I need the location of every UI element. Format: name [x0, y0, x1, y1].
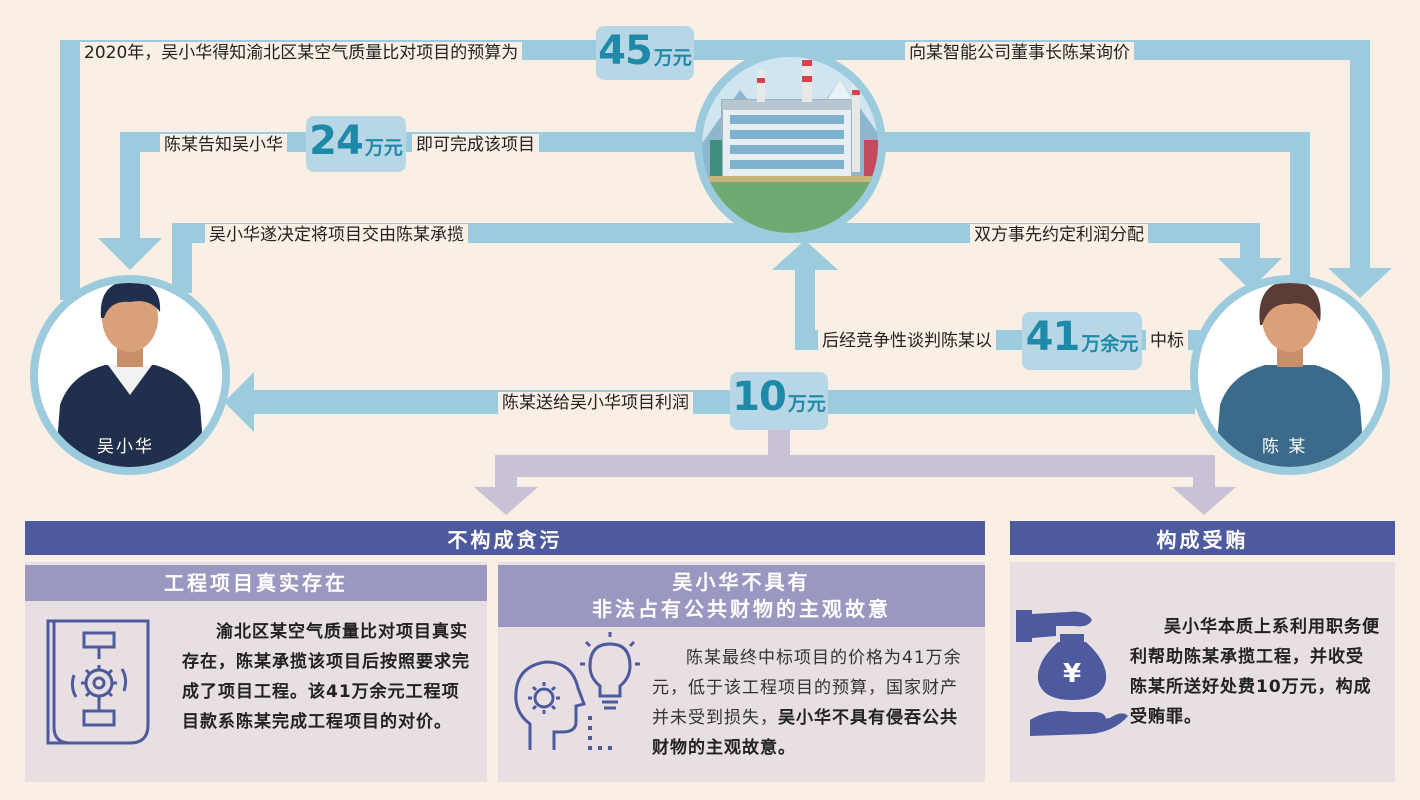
header-not-embezzlement: 不构成贪污 — [25, 521, 985, 555]
amount-quote-number: 24 — [309, 118, 364, 164]
arrow-quote-left — [120, 132, 140, 242]
arrow-inquiry-right — [1350, 40, 1370, 272]
money-symbol: ¥ — [1063, 659, 1081, 689]
label-profit: 双方事先约定利润分配 — [970, 224, 1148, 246]
arrow-head-decide — [1218, 258, 1282, 290]
label-complete: 即可完成该项目 — [412, 134, 539, 156]
amount-budget-unit: 万元 — [653, 47, 692, 69]
amount-bid-number: 41 — [1025, 314, 1081, 360]
arrow-gift — [250, 390, 1195, 414]
label-gift: 陈某送给吴小华项目利润 — [498, 392, 693, 414]
factory-icon — [694, 49, 886, 241]
branch-stem — [768, 428, 790, 458]
branch-right-head — [1172, 487, 1236, 515]
arrow-bid-vertical — [795, 268, 815, 350]
arrow-head-bid — [772, 240, 838, 270]
amount-gift-unit: 万元 — [787, 393, 826, 415]
text-bribery: 吴小华本质上系利用职务便利帮助陈某承揽工程，并收受陈某所送好处费10万元，构成受… — [1130, 617, 1380, 727]
text-project-exists: 渝北区某空气质量比对项目真实存在，陈某承揽该项目后按照要求完成了项目工程。该41… — [182, 622, 470, 732]
subheader-project-exists: 工程项目真实存在 — [25, 565, 487, 601]
subheader-no-intent: 吴小华不具有 非法占有公共财物的主观故意 — [498, 565, 985, 627]
person-name-wuxiaohua: 吴小华 — [97, 437, 154, 457]
text-no-intent: 陈某最终中标项目的价格为41万余元，低于该工程项目的预算，国家财产并未受到损失，… — [652, 643, 974, 763]
branch-right-stem — [1193, 455, 1215, 490]
arrow-budget-left — [60, 40, 80, 300]
label-bid-pre: 后经竞争性谈判陈某以 — [818, 330, 996, 352]
branch-arrows — [474, 428, 1236, 515]
branch-left-stem — [495, 455, 517, 490]
head-gear-lightbulb-icon — [514, 632, 640, 750]
branch-left-head — [474, 487, 538, 515]
person-name-chenmou: 陈 某 — [1262, 437, 1308, 457]
subheader-no-intent-line2: 非法占有公共财物的主观故意 — [592, 597, 891, 621]
subheader-no-intent-line1: 吴小华不具有 — [672, 570, 811, 594]
amount-gift-number: 10 — [732, 374, 787, 420]
arrow-head-gift — [224, 372, 254, 432]
label-tell: 陈某告知吴小华 — [160, 134, 287, 156]
arrow-head-quote — [98, 238, 162, 270]
amount-bid-unit: 万余元 — [1081, 333, 1139, 355]
label-inquiry: 向某智能公司董事长陈某询价 — [905, 42, 1134, 64]
text-no-intent-bold: 吴小华不具有侵吞公共财物的主观故意。 — [652, 708, 958, 758]
label-bid-post: 中标 — [1146, 330, 1188, 352]
branch-bar — [495, 455, 1215, 477]
amount-budget-number: 45 — [598, 28, 653, 74]
arrow-head-inquiry — [1328, 268, 1392, 298]
label-decide: 吴小华遂决定将项目交由陈某承揽 — [205, 224, 468, 246]
workflow-gear-icon — [46, 619, 150, 745]
money-hand-icon: ¥ — [1016, 610, 1128, 736]
arrow-quote-right — [1290, 132, 1310, 282]
arrow-decide-right — [1240, 223, 1260, 261]
label-budget: 2020年，吴小华得知渝北区某空气质量比对项目的预算为 — [80, 42, 523, 64]
amount-quote-unit: 万元 — [364, 137, 403, 159]
person-wuxiaohua-icon — [30, 275, 230, 475]
header-bribery: 构成受贿 — [1010, 521, 1395, 555]
text-no-intent-normal: 陈某最终中标项目的价格为41万余元，低于该工程项目的预算，国家财产并未受到损失， — [652, 648, 962, 728]
person-chenmou-icon — [1190, 275, 1390, 475]
